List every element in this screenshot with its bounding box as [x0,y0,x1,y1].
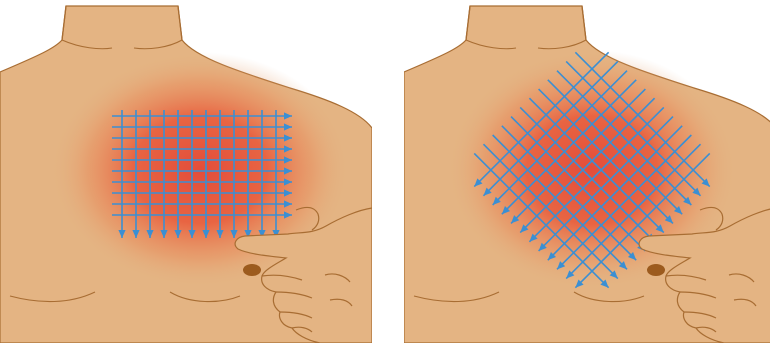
panel-right-svg [404,0,770,343]
mole [243,264,261,276]
panel-right-diagonal-grid [404,0,770,343]
panel-left-svg [0,0,372,343]
mole [647,264,665,276]
panel-left-axis-grid [0,0,372,343]
